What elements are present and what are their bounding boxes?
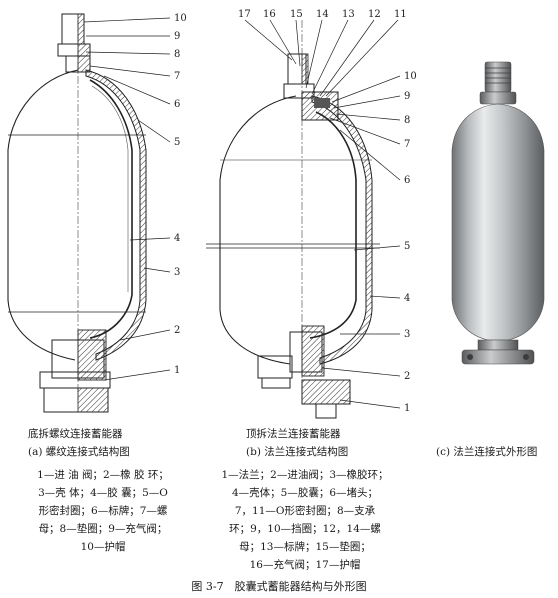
panel-a-title: 底拆螺纹连接蓄能器: [28, 428, 123, 440]
part-number: 10: [404, 71, 417, 82]
panel-b-numbers-top: 17 16 15 14 13 12 11: [238, 9, 407, 20]
shell-section: [85, 69, 147, 361]
panel-b-numbers-right: 10 9 8 7 6 5 4 3 2 1: [404, 71, 417, 414]
bladder: [89, 79, 133, 339]
panel-a-subtitle: (a) 螺纹连接式结构图: [28, 446, 130, 458]
part-number: 11: [394, 9, 407, 20]
shell-outline-b: [219, 95, 297, 365]
part-number: 16: [263, 9, 276, 20]
panel-a-numbers: 10 9 8 7 6 5 4 3 2 1: [174, 13, 187, 376]
legend-line: 10—护帽: [80, 541, 126, 553]
part-number: 2: [174, 325, 180, 336]
part-number: 2: [404, 371, 410, 382]
part-number: 3: [174, 267, 180, 278]
part-number: 5: [404, 241, 410, 252]
part-number: 5: [174, 137, 180, 148]
part-number: 8: [174, 49, 180, 60]
part-number: 9: [404, 91, 410, 102]
panel-a-legend: 1—进 油 阀；2—橡 胶 环； 3—壳 体；4—胶 囊；5—O 形密封圈；6—…: [8, 466, 198, 556]
part-number: 8: [404, 115, 410, 126]
accumulator-body: [451, 103, 545, 341]
legend-line: 4—壳体；5—胶囊；6—堵头；: [231, 487, 379, 499]
legend-line: 7，11—O形密封圈；8—支承: [234, 505, 376, 517]
part-number: 6: [404, 175, 410, 186]
legend-line: 环；9，10—挡圈；12，14—螺: [229, 523, 381, 535]
part-number: 7: [404, 139, 410, 150]
part-number: 6: [174, 99, 180, 110]
panel-b-subtitle: (b) 法兰连接式结构图: [246, 446, 349, 458]
part-number: 4: [174, 233, 180, 244]
part-number: 12: [368, 9, 381, 20]
part-number: 14: [316, 9, 329, 20]
part-number: 15: [290, 9, 303, 20]
part-number: 1: [404, 403, 410, 414]
part-number: 17: [238, 9, 251, 20]
bladder-b: [309, 111, 357, 339]
part-number: 10: [174, 13, 187, 24]
legend-line: 形密封圈；6—标牌；7—螺: [38, 505, 168, 517]
panel-a-drawing: [7, 13, 171, 413]
panel-b-drawing: [206, 19, 401, 419]
part-number: 1: [174, 365, 180, 376]
legend-line: 1—进 油 阀；2—橡 胶 环；: [37, 469, 169, 481]
legend-line: 16—充气阀；17—护帽: [249, 559, 361, 571]
panel-b-legend: 1—法兰；2—进油阀；3—橡胶环； 4—壳体；5—胶囊；6—堵头； 7，11—O…: [200, 466, 410, 574]
part-number: 9: [174, 31, 180, 42]
figure-caption: 图 3-7 胶囊式蓄能器结构与外形图: [191, 580, 367, 593]
part-number: 4: [404, 293, 410, 304]
panel-b-title: 顶拆法兰连接蓄能器: [246, 428, 341, 440]
part-number: 7: [174, 71, 180, 82]
part-number: 13: [342, 9, 355, 20]
part-number: 3: [404, 329, 410, 340]
panel-c-subtitle: (c) 法兰连接式外形图: [436, 446, 538, 458]
legend-line: 母；8—垫圈；9—充气阀；: [38, 523, 168, 535]
legend-line: 母；13—标牌；15—垫圈；: [239, 541, 371, 553]
shell-outline: [7, 69, 79, 361]
legend-line: 3—壳 体；4—胶 囊；5—O: [38, 487, 168, 499]
panel-c-photo: [451, 61, 545, 365]
legend-line: 1—法兰；2—进油阀；3—橡胶环；: [221, 469, 389, 481]
